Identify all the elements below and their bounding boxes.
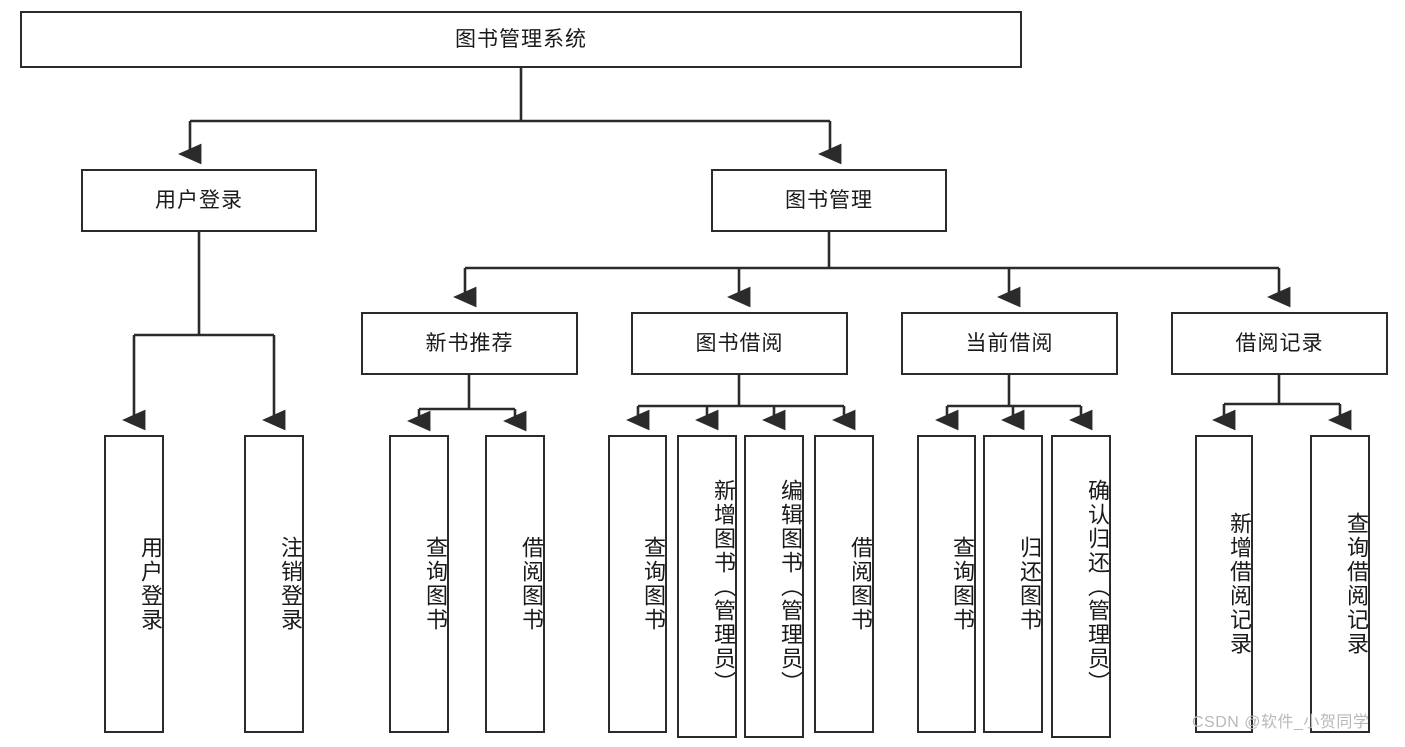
node-leaf-logout-label: 注销登录 (278, 536, 303, 632)
node-leaf-return-book[interactable]: 归还图书 (983, 435, 1043, 733)
node-leaf-user-login[interactable]: 用户登录 (104, 435, 164, 733)
node-book-borrow[interactable]: 图书借阅 (631, 312, 848, 375)
node-book-borrow-label: 图书借阅 (695, 331, 784, 355)
node-new-book-recommend-label: 新书推荐 (425, 331, 514, 355)
node-leaf-confirm-return-admin[interactable]: 确认归还（管理员） (1051, 435, 1111, 738)
node-book-management-label: 图书管理 (785, 188, 873, 212)
node-current-borrow-label: 当前借阅 (965, 331, 1054, 355)
node-leaf-confirm-return-admin-label: 确认归还（管理员） (1085, 478, 1110, 695)
node-leaf-add-book-admin-label: 新增图书（管理员） (711, 478, 736, 695)
node-leaf-query-book-3-label: 查询图书 (950, 536, 975, 632)
node-leaf-edit-book-admin[interactable]: 编辑图书（管理员） (744, 435, 804, 738)
node-borrow-record-label: 借阅记录 (1235, 331, 1324, 355)
node-user-login[interactable]: 用户登录 (81, 169, 317, 232)
node-leaf-edit-book-admin-label: 编辑图书（管理员） (778, 478, 803, 695)
node-new-book-recommend[interactable]: 新书推荐 (361, 312, 578, 375)
node-root-label: 图书管理系统 (455, 27, 587, 51)
node-leaf-user-login-label: 用户登录 (138, 536, 163, 632)
node-borrow-record[interactable]: 借阅记录 (1171, 312, 1388, 375)
node-leaf-query-book-1[interactable]: 查询图书 (389, 435, 449, 733)
node-user-login-label: 用户登录 (155, 188, 243, 212)
node-leaf-borrow-book-2[interactable]: 借阅图书 (814, 435, 874, 733)
node-book-management[interactable]: 图书管理 (711, 169, 947, 232)
node-leaf-query-book-1-label: 查询图书 (423, 536, 448, 632)
node-leaf-query-book-3[interactable]: 查询图书 (917, 435, 976, 733)
csdn-watermark: CSDN @软件_小贺同学 (1192, 714, 1370, 731)
node-current-borrow[interactable]: 当前借阅 (901, 312, 1118, 375)
node-leaf-logout[interactable]: 注销登录 (244, 435, 304, 733)
node-leaf-query-borrow-record[interactable]: 查询借阅记录 (1310, 435, 1370, 733)
node-leaf-add-borrow-record-label: 新增借阅记录 (1227, 512, 1252, 656)
node-leaf-borrow-book-1-label: 借阅图书 (519, 536, 544, 632)
node-leaf-add-book-admin[interactable]: 新增图书（管理员） (677, 435, 737, 738)
node-leaf-borrow-book-2-label: 借阅图书 (848, 536, 873, 632)
node-root[interactable]: 图书管理系统 (20, 11, 1022, 68)
node-leaf-query-borrow-record-label: 查询借阅记录 (1344, 512, 1369, 656)
node-leaf-query-book-2-label: 查询图书 (641, 536, 666, 632)
node-leaf-borrow-book-1[interactable]: 借阅图书 (485, 435, 545, 733)
node-leaf-return-book-label: 归还图书 (1017, 536, 1042, 632)
node-leaf-add-borrow-record[interactable]: 新增借阅记录 (1195, 435, 1253, 733)
node-leaf-query-book-2[interactable]: 查询图书 (608, 435, 667, 733)
